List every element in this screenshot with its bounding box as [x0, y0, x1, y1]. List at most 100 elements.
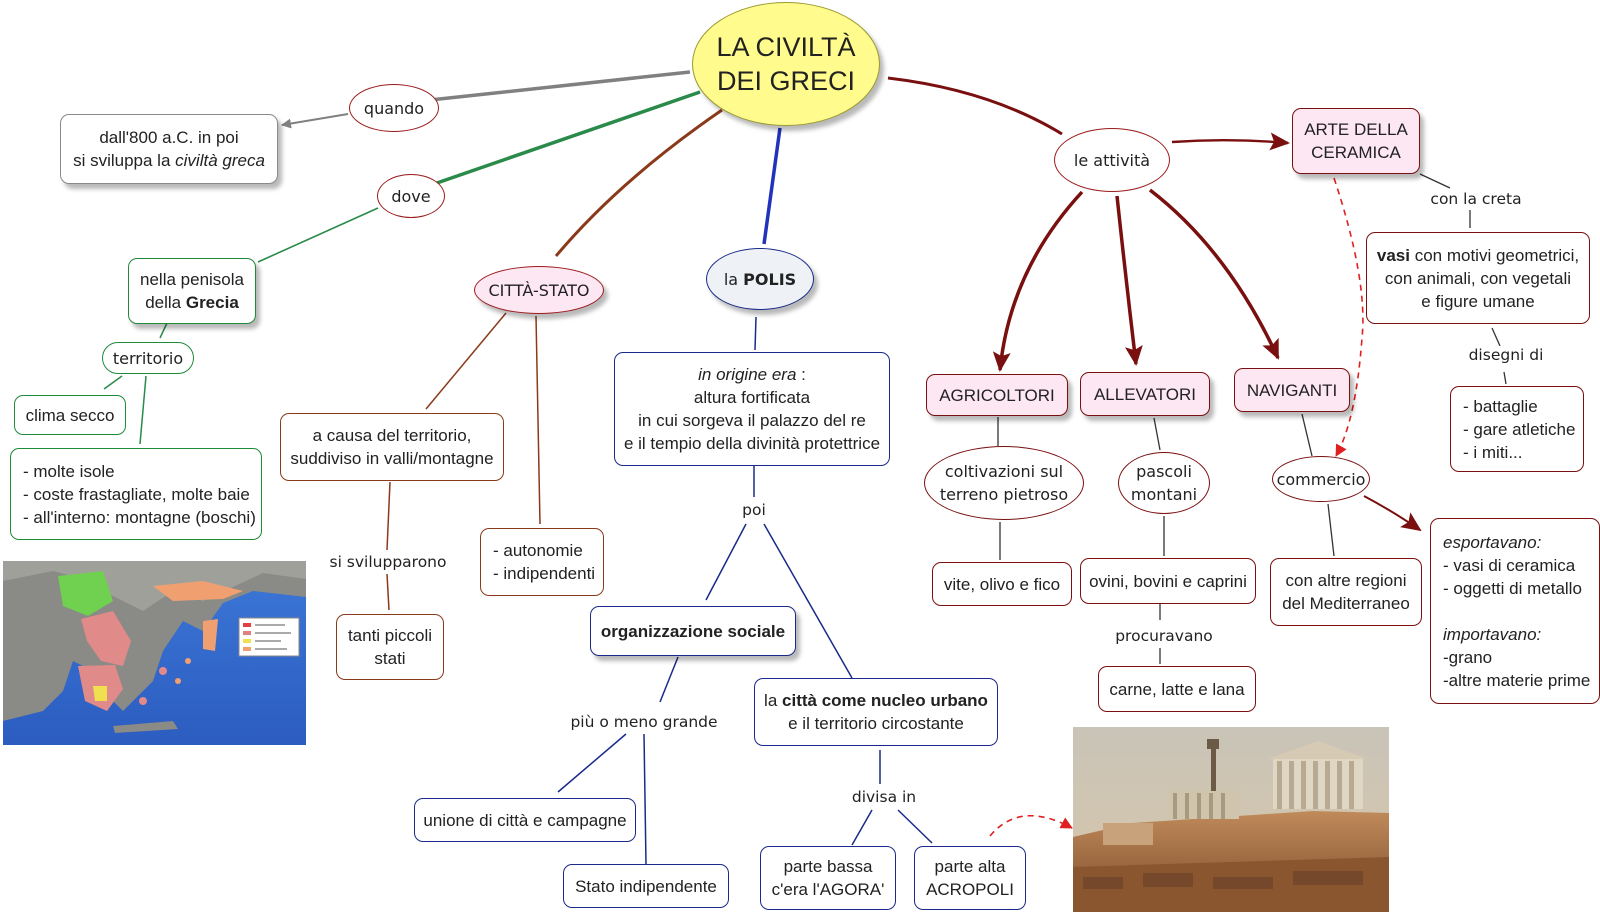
link-piu-stato	[643, 733, 647, 865]
disegni-box[interactable]: - battaglie - gare atletiche - i miti...	[1450, 386, 1584, 472]
carne-label: carne, latte e lana	[1109, 679, 1245, 699]
disegni-item-3: - i miti...	[1463, 442, 1523, 462]
vite-label: vite, olivo e fico	[943, 574, 1061, 594]
attivita-label: le attività	[1073, 150, 1151, 170]
parte-bassa-box[interactable]: parte bassa c'era l'AGORA'	[760, 846, 896, 910]
vasi-line-1: vasi con motivi geometrici,	[1377, 244, 1579, 267]
esport-item-2: - oggetti di metallo	[1443, 578, 1582, 598]
coltivazioni-node[interactable]: coltivazioni sul terreno pietroso	[924, 446, 1084, 520]
vasi-box[interactable]: vasi con motivi geometrici, con animali,…	[1366, 232, 1590, 324]
link-quando-box	[281, 113, 349, 129]
vasi-line-1a: vasi	[1376, 245, 1410, 265]
procuravano-label: procuravano	[1113, 627, 1215, 645]
agricoltori-box[interactable]: AGRICOLTORI	[926, 374, 1068, 416]
territorio-label: territorio	[112, 348, 184, 368]
vite-box[interactable]: vite, olivo e fico	[932, 562, 1072, 606]
quando-node[interactable]: quando	[349, 84, 439, 132]
acropolis-graphic	[1073, 727, 1389, 912]
nucleo-line-1a: la	[764, 691, 783, 710]
link-title-quando	[429, 70, 691, 102]
esport-spacer	[1443, 600, 1448, 623]
polis-label-b: POLIS	[743, 269, 797, 289]
arrow-attivita-agricoltori	[992, 190, 1084, 372]
citta-stato-label: CITTÀ-STATO	[488, 280, 590, 300]
unione-box[interactable]: unione di città e campagne	[414, 798, 636, 842]
ovini-box[interactable]: ovini, bovini e caprini	[1080, 558, 1256, 604]
stati-line-2: stati	[374, 649, 406, 668]
autonomie-line-2: - indipendenti	[493, 564, 596, 583]
quando-box[interactable]: dall'800 a.C. in poi si sviluppa la civi…	[60, 114, 278, 184]
stato-box[interactable]: Stato indipendente	[563, 864, 729, 908]
poi-label: poi	[740, 501, 768, 519]
causa-line-2: suddiviso in valli/montagne	[290, 449, 494, 468]
link-title-polis	[762, 127, 782, 245]
parte-alta-box[interactable]: parte alta ACROPOLI	[914, 846, 1026, 910]
dove-node[interactable]: dove	[377, 174, 445, 218]
allevatori-label: ALLEVATORI	[1093, 384, 1197, 404]
link-divisa-alta	[897, 809, 933, 844]
dashed-ceramica-commercio	[1333, 177, 1364, 457]
nucleo-box[interactable]: la città come nucleo urbano e il territo…	[754, 678, 998, 746]
link-title-attivita	[887, 76, 1063, 136]
link-allevatori-pascoli	[1153, 417, 1161, 451]
commercio-node[interactable]: commercio	[1272, 456, 1370, 502]
arrow-commercio-esport	[1363, 495, 1422, 532]
organizzazione-label: organizzazione sociale	[600, 621, 786, 641]
territorio-node[interactable]: territorio	[102, 342, 194, 374]
penisola-box[interactable]: nella penisola della Grecia	[128, 258, 256, 324]
carne-box[interactable]: carne, latte e lana	[1098, 666, 1256, 712]
link-cittastato-causa	[425, 312, 507, 410]
quando-line-2b: civiltà greca	[175, 151, 265, 170]
causa-box[interactable]: a causa del territorio, suddiviso in val…	[280, 413, 504, 481]
import-item-2: -altre materie prime	[1443, 670, 1591, 690]
import-item-1: -grano	[1443, 647, 1493, 667]
disegni-item-1: - battaglie	[1463, 396, 1538, 416]
citta-stato-node[interactable]: CITTÀ-STATO	[474, 266, 604, 314]
nucleo-line-1: la città come nucleo urbano	[764, 689, 988, 712]
link-ceramica-creta	[1419, 173, 1451, 189]
pascoli-line-2: montani	[1130, 485, 1198, 504]
link-title-dove	[433, 90, 701, 186]
vasi-line-1b: con motivi geometrici,	[1409, 245, 1580, 265]
piu-o-meno-label: più o meno grande	[568, 713, 720, 731]
link-dove-penisola	[257, 207, 379, 263]
bassa-line-1: parte bassa	[783, 857, 873, 876]
clima-box[interactable]: clima secco	[14, 395, 126, 435]
causa-line-1: a causa del territorio,	[312, 426, 472, 445]
pascoli-node[interactable]: pascoli montani	[1118, 452, 1210, 514]
vasi-line-2: con animali, con vegetali	[1384, 268, 1572, 288]
esport-box[interactable]: esportavano: - vasi di ceramica - oggett…	[1430, 518, 1600, 704]
divisa-in-label: divisa in	[849, 788, 919, 806]
polis-node[interactable]: la POLIS	[706, 248, 814, 310]
organizzazione-box[interactable]: organizzazione sociale	[590, 606, 796, 656]
alta-line-2: ACROPOLI	[926, 880, 1014, 899]
origine-box[interactable]: in origine era : altura fortificata in c…	[614, 352, 890, 466]
commercio-label: commercio	[1276, 469, 1366, 489]
link-penisola-territorio	[159, 322, 168, 339]
origine-line-1: in origine era :	[698, 363, 806, 386]
link-cittastato-autonomie	[535, 315, 541, 525]
isole-box[interactable]: - molte isole - coste frastagliate, molt…	[10, 448, 262, 540]
regioni-box[interactable]: con altre regioni del Mediterraneo	[1270, 558, 1422, 626]
autonomie-box[interactable]: - autonomie - indipendenti	[480, 528, 604, 596]
link-territorio-clima	[103, 375, 123, 390]
origine-line-2: altura fortificata	[693, 388, 811, 407]
link-territorio-isole	[139, 375, 147, 445]
title-node[interactable]: LA CIVILTÀ DEI GRECI	[692, 2, 880, 126]
penisola-line-2b: Grecia	[185, 293, 239, 312]
stati-box[interactable]: tanti piccoli stati	[336, 614, 444, 680]
link-causa-svilupparono	[386, 481, 391, 551]
ceramica-box[interactable]: ARTE DELLA CERAMICA	[1292, 108, 1420, 174]
esportavano-heading: esportavano:	[1443, 532, 1542, 552]
isole-line-3: - all'interno: montagne (boschi)	[23, 507, 256, 527]
naviganti-box[interactable]: NAVIGANTI	[1234, 368, 1350, 412]
link-vasi-disegni	[1491, 327, 1501, 347]
quando-label: quando	[363, 98, 425, 118]
allevatori-box[interactable]: ALLEVATORI	[1080, 372, 1210, 416]
regioni-line-2: del Mediterraneo	[1282, 594, 1410, 613]
polis-label-a: la	[723, 269, 744, 289]
attivita-node[interactable]: le attività	[1054, 128, 1170, 192]
acropolis-image	[1073, 727, 1389, 912]
